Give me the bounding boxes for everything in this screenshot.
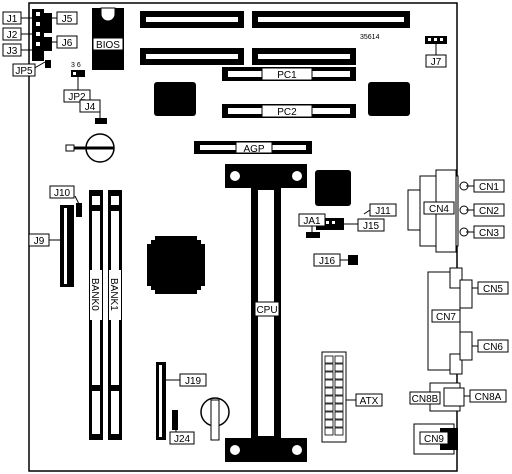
- jp2-label: JP2: [68, 92, 86, 103]
- cn8a-label: CN8A: [475, 392, 502, 403]
- j24-header: [172, 410, 178, 430]
- jp2-jumper: 3 6: [71, 62, 85, 77]
- j16-header: [348, 255, 358, 265]
- cn2-label: CN2: [479, 206, 499, 217]
- jp5-label: JP5: [15, 66, 33, 77]
- bank1-label: BANK1: [108, 278, 119, 311]
- battery-lower: [200, 397, 230, 441]
- memory-bank-0: [89, 190, 103, 440]
- j16-label: J16: [319, 256, 336, 267]
- cn1-label: CN1: [479, 182, 499, 193]
- header-j1-j6-block: [32, 9, 52, 68]
- battery-j4: [65, 118, 115, 163]
- jp2-pins: 3 6: [71, 62, 81, 69]
- bios-chip: BIOS: [92, 7, 124, 70]
- j10-label: J10: [54, 188, 71, 199]
- io-chip: [315, 170, 351, 206]
- j5-label: J5: [62, 14, 73, 25]
- cn6-label: CN6: [483, 342, 503, 353]
- expansion-slots: [140, 11, 410, 65]
- j11-label: J11: [375, 206, 391, 217]
- north-bridge: [147, 236, 205, 294]
- cpu-label: CPU: [256, 305, 277, 316]
- j19-header: [156, 362, 166, 440]
- j4-label: J4: [85, 102, 96, 113]
- cpu-slot: CPU: [225, 164, 307, 462]
- j9-label: J9: [34, 236, 45, 247]
- labels: [2, 11, 509, 445]
- j1-label: J1: [7, 14, 18, 25]
- cn4-label: CN4: [429, 204, 449, 215]
- pci1-label: PC1: [277, 70, 297, 81]
- cn3-label: CN3: [479, 228, 499, 239]
- j7-header: [425, 36, 447, 52]
- cn9-label: CN9: [424, 434, 444, 445]
- bios-label: BIOS: [96, 40, 120, 51]
- j7-label: J7: [431, 57, 442, 68]
- atx-label: ATX: [360, 396, 379, 407]
- cn5-label: CN5: [483, 284, 503, 295]
- board-id: 35614: [360, 34, 380, 41]
- chipset-left: [154, 82, 196, 116]
- label-text: J1 J2 J3 JP5 J5 J6 JP2 J4 J10 J9 J19 J24…: [7, 14, 504, 445]
- agp-label: AGP: [243, 144, 264, 155]
- bank0-label: BANK0: [89, 278, 100, 311]
- pci2-label: PC2: [277, 107, 297, 118]
- ja1-label: JA1: [303, 216, 321, 227]
- j10-header: [76, 203, 82, 217]
- j2-label: J2: [7, 30, 18, 41]
- cn8b-label: CN8B: [412, 394, 439, 405]
- ja1-header: [306, 232, 320, 238]
- chipset-right: [368, 82, 410, 116]
- j24-label: J24: [174, 434, 191, 445]
- cn7-label: CN7: [436, 312, 456, 323]
- atx-power-connector: [321, 351, 347, 443]
- agp-slot: AGP: [194, 141, 312, 155]
- j9-header: [60, 205, 74, 287]
- pci-slot-2: PC2: [222, 104, 356, 118]
- memory-bank-1: [108, 190, 122, 440]
- pci-slot-1: PC1: [222, 67, 356, 81]
- j15-label: J15: [363, 221, 380, 232]
- j6-label: J6: [62, 38, 73, 49]
- j19-label: J19: [185, 376, 202, 387]
- j3-label: J3: [7, 46, 18, 57]
